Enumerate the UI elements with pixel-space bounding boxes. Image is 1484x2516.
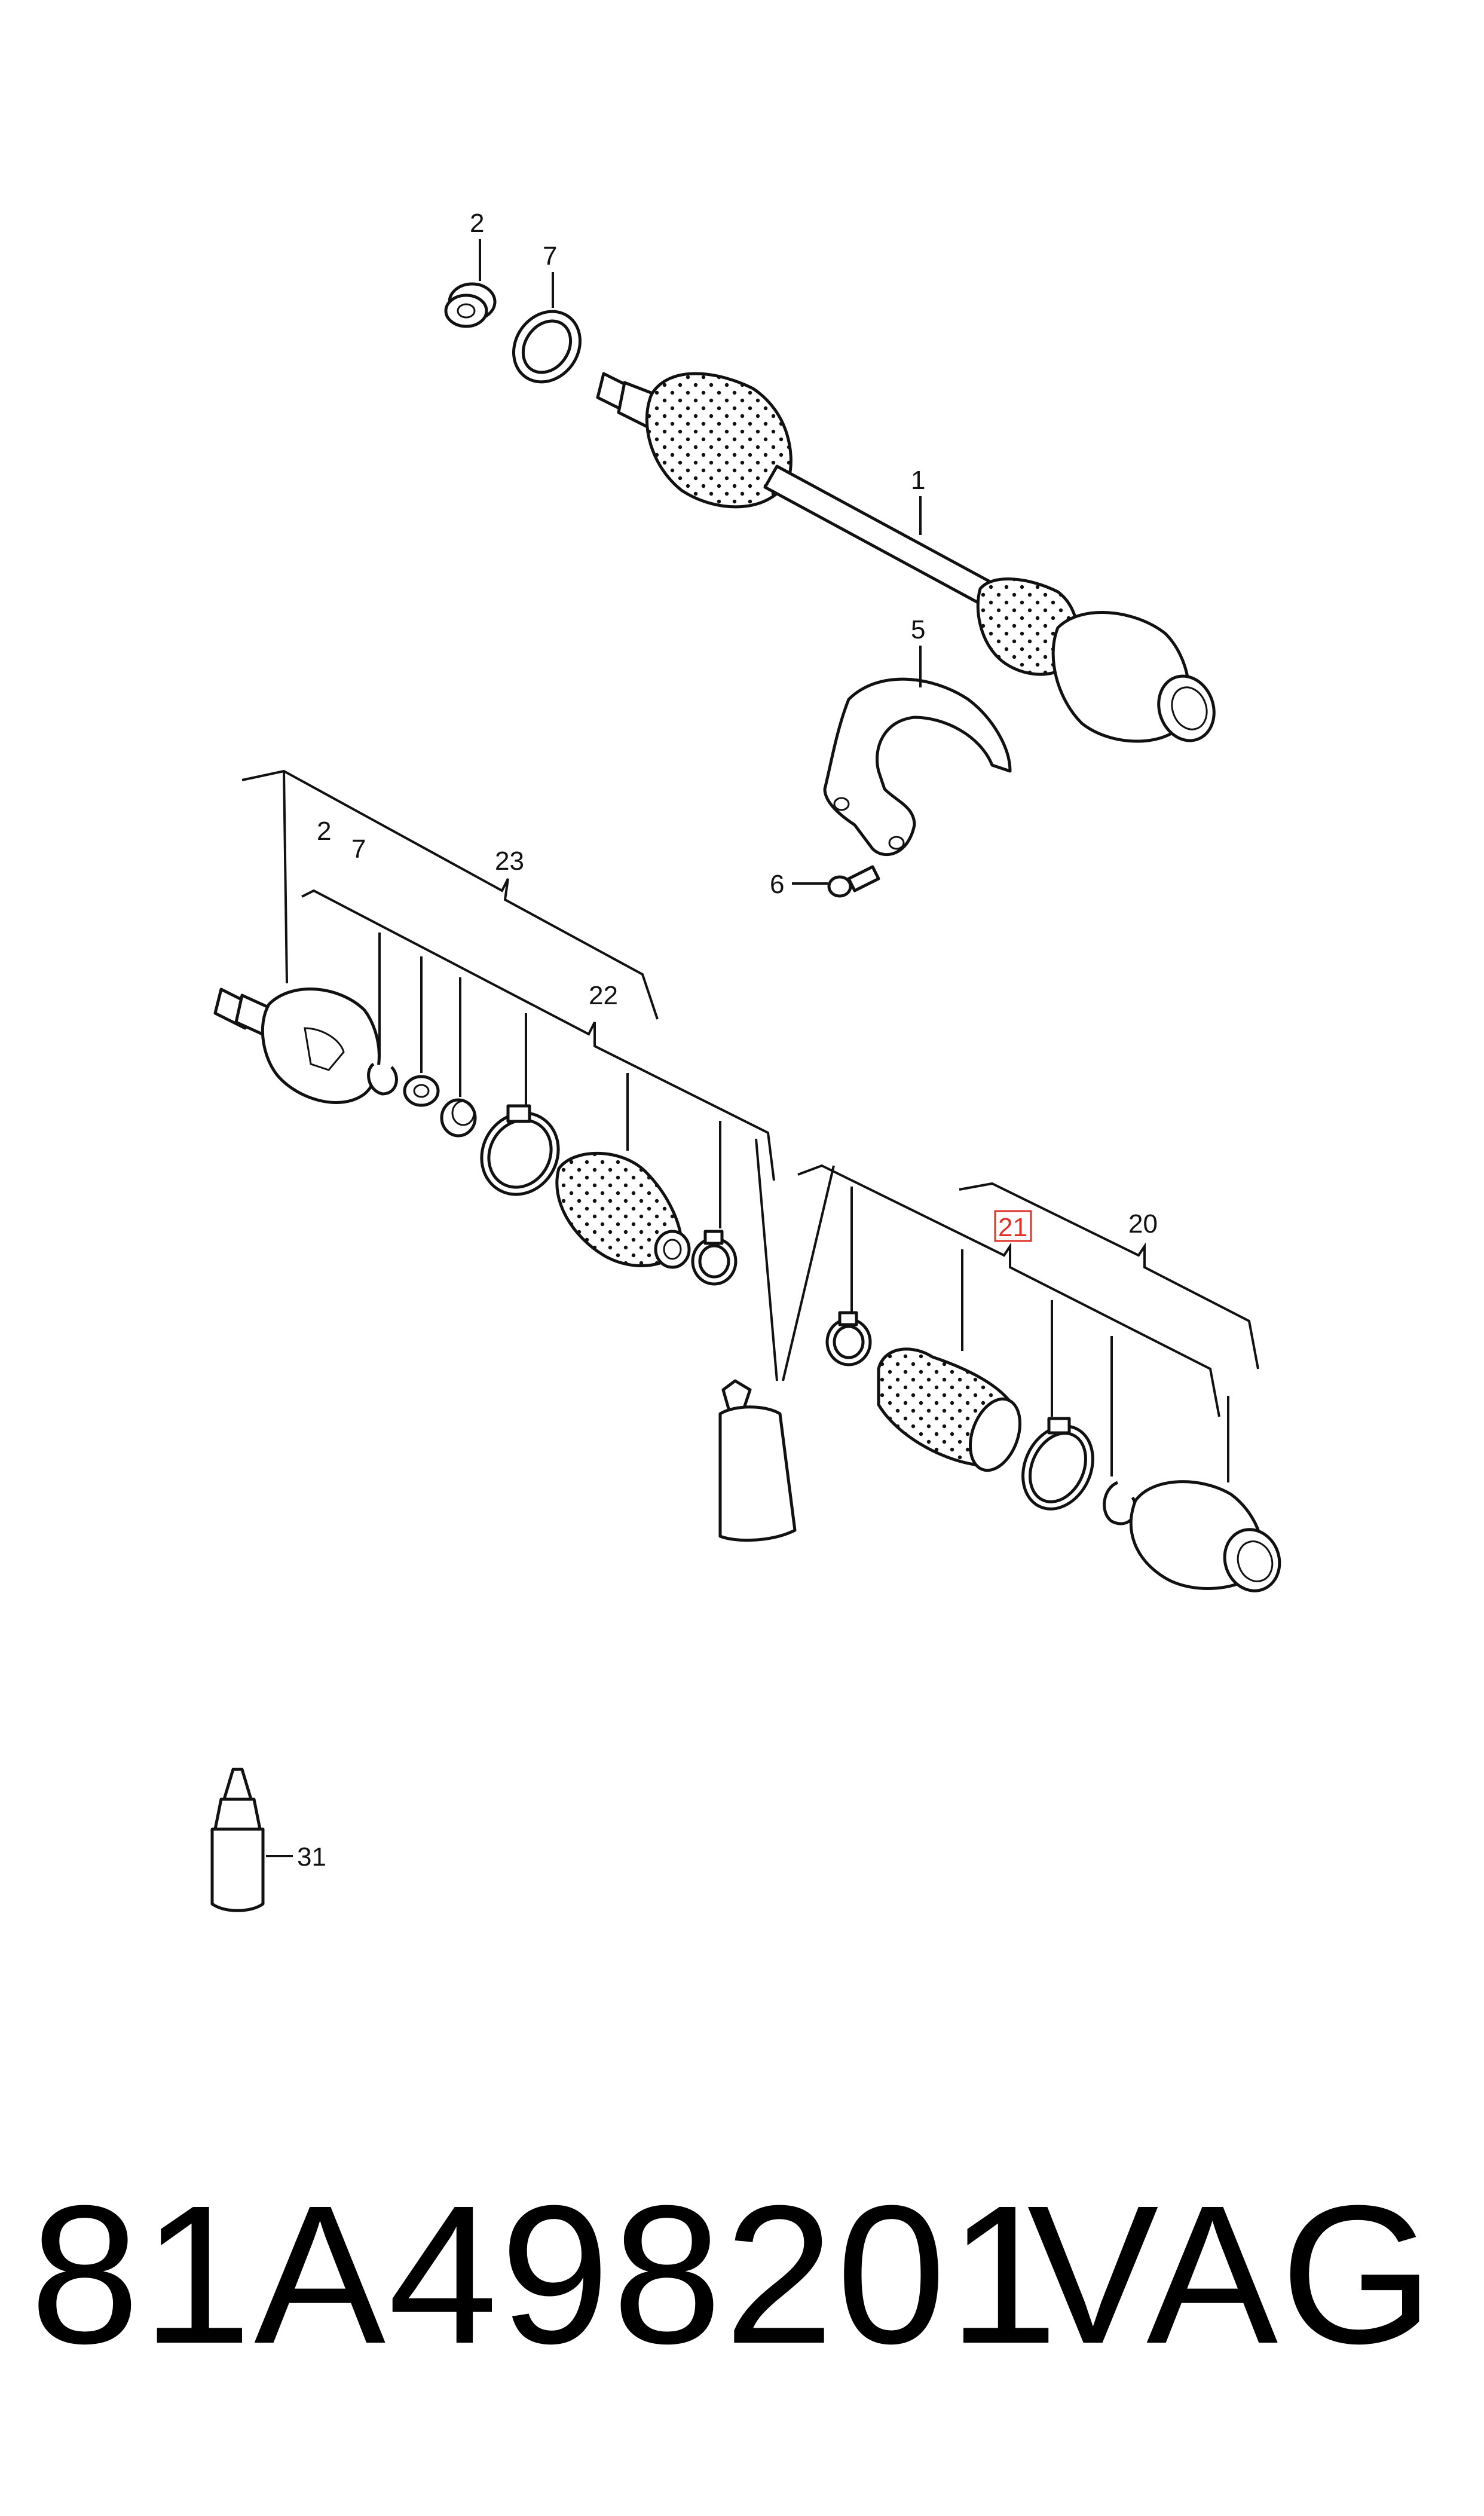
lower-leaders (378, 933, 1229, 1482)
bolt-part-6 (827, 865, 880, 898)
drive-shaft-part-1 (596, 372, 1216, 743)
clamp-small-a (691, 1230, 738, 1286)
grease-tube (718, 1379, 797, 1542)
callout-23: 23 (495, 846, 524, 876)
washer-a (403, 1075, 440, 1107)
boot-b (877, 1347, 1022, 1472)
callout-20: 20 (1128, 1209, 1158, 1239)
callout-31: 31 (297, 1842, 326, 1872)
seal-ring-part-7 (512, 310, 582, 384)
callout-7-upper: 7 (543, 241, 557, 271)
callout-6: 6 (770, 870, 784, 899)
bracket-21 (782, 1164, 1220, 1417)
clamp-large-b (1021, 1417, 1094, 1511)
cup-a (440, 1098, 477, 1138)
clamp-large-a (480, 1104, 560, 1196)
highlight-box-21 (994, 1210, 1032, 1242)
exploded-parts-diagram: 2 7 1 5 6 2 7 23 22 21 20 31 (210, 209, 1281, 1912)
part-number: 81A498201 (30, 2164, 1061, 2384)
callout-7-lower: 7 (351, 834, 366, 864)
bracket-23 (241, 769, 659, 1020)
sealant-bottle-part-31 (210, 1768, 293, 1912)
heat-shield-part-5 (823, 677, 1012, 856)
callout-5: 5 (911, 615, 925, 644)
outer-cv-joint (213, 988, 381, 1104)
bracket-20 (959, 1182, 1259, 1369)
nut-part-2 (444, 282, 497, 328)
callout-1: 1 (911, 466, 925, 495)
callout-21: 21 (998, 1213, 1027, 1242)
circlip-a (367, 1062, 398, 1096)
clamp-small-b (825, 1311, 872, 1366)
bracket-22 (301, 889, 778, 1381)
brand-label: VAG (1027, 2164, 1436, 2384)
boot-a (555, 1151, 691, 1269)
callout-2-lower: 2 (317, 817, 331, 846)
inner-cv-joint (1129, 1480, 1281, 1592)
callout-2-upper: 2 (470, 209, 484, 238)
callout-22: 22 (589, 981, 618, 1010)
